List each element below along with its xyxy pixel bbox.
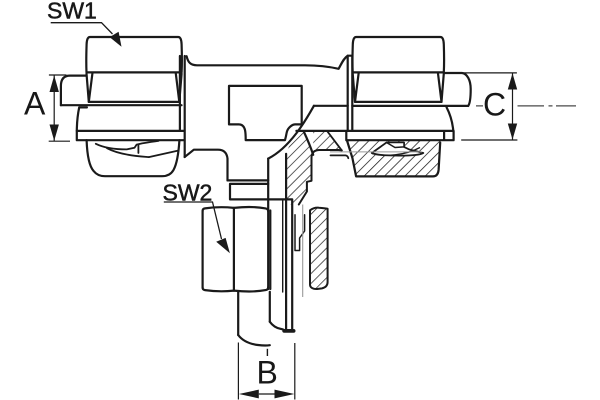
svg-text:SW1: SW1 [47,0,97,23]
svg-text:B: B [257,355,278,391]
svg-text:SW2: SW2 [163,180,213,206]
svg-text:C: C [483,86,506,122]
svg-text:A: A [24,85,46,121]
